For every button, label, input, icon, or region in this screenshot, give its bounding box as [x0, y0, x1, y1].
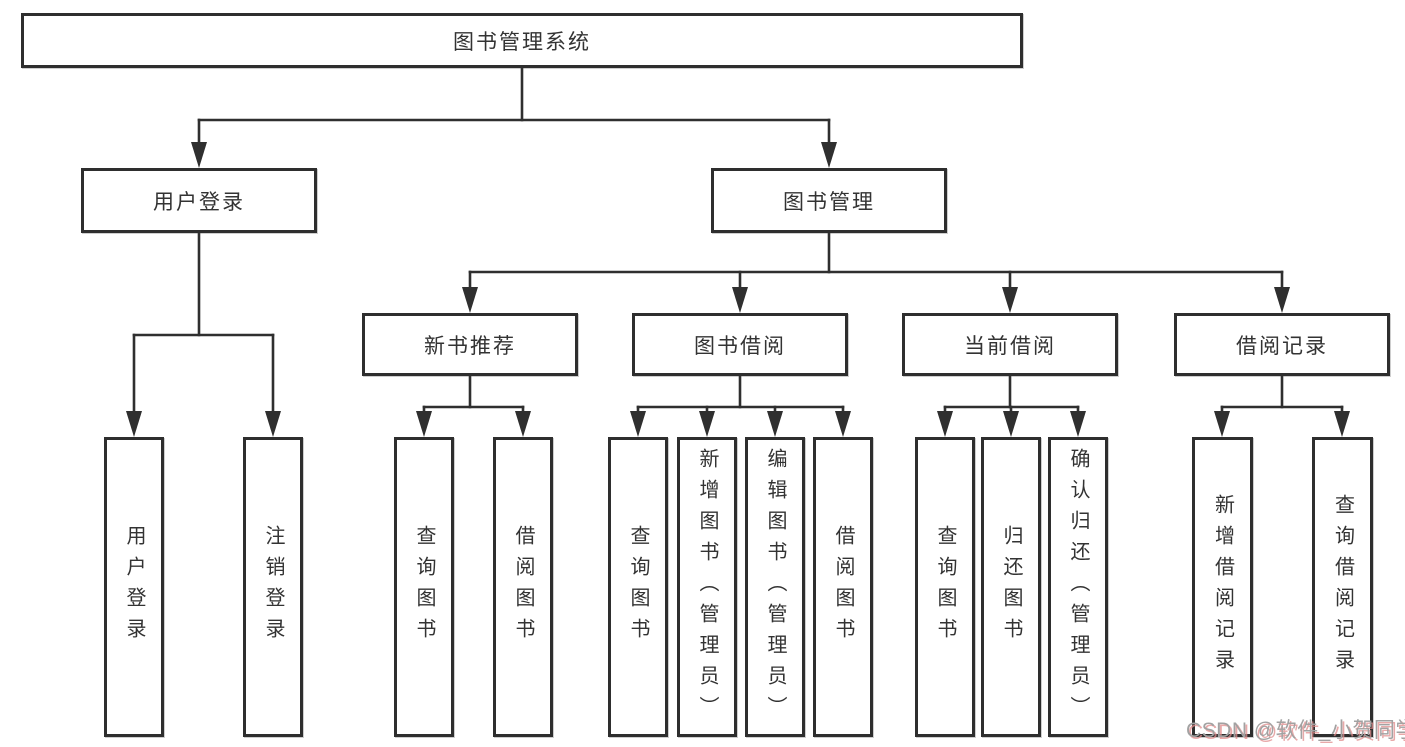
leaf-confirm-return-admin: 确认归还（管理员）: [1048, 437, 1108, 737]
node-library-management-system: 图书管理系统: [21, 13, 1023, 68]
node-label: 用户登录: [153, 190, 245, 214]
node-current-borrow: 当前借阅: [902, 313, 1118, 376]
leaf-borrow-book-recommend: 借阅图书: [493, 437, 553, 737]
leaf-borrow-book: 借阅图书: [813, 437, 873, 737]
leaf-label: 新增图书（管理员）: [696, 447, 718, 727]
leaf-add-book-admin: 新增图书（管理员）: [677, 437, 737, 737]
leaf-label: 确认归还（管理员）: [1067, 447, 1089, 727]
node-borrow-records: 借阅记录: [1174, 313, 1390, 376]
leaf-query-book-borrow: 查询图书: [608, 437, 668, 737]
leaf-label: 借阅图书: [512, 525, 534, 649]
leaf-label: 编辑图书（管理员）: [764, 447, 786, 727]
leaf-label: 用户登录: [123, 525, 145, 649]
leaf-user-login: 用户登录: [104, 437, 164, 737]
node-label: 图书借阅: [694, 334, 786, 358]
leaf-label: 查询图书: [413, 525, 435, 649]
leaf-label: 归还图书: [1000, 525, 1022, 649]
leaf-label: 查询借阅记录: [1331, 494, 1354, 680]
node-label: 借阅记录: [1236, 334, 1328, 358]
leaf-return-book: 归还图书: [981, 437, 1041, 737]
leaf-add-borrow-record: 新增借阅记录: [1192, 437, 1253, 737]
leaf-label: 注销登录: [262, 525, 284, 649]
node-new-book-recommend: 新书推荐: [362, 313, 578, 376]
leaf-label: 新增借阅记录: [1211, 494, 1234, 680]
node-label: 图书管理系统: [453, 30, 591, 54]
leaf-query-borrow-record: 查询借阅记录: [1312, 437, 1373, 737]
node-label: 当前借阅: [964, 334, 1056, 358]
leaf-label: 查询图书: [934, 525, 956, 649]
node-book-management: 图书管理: [711, 168, 947, 233]
csdn-watermark: CSDN @软件_小贺同学: [1186, 719, 1405, 742]
node-label: 新书推荐: [424, 334, 516, 358]
leaf-query-book-current: 查询图书: [915, 437, 975, 737]
leaf-label: 查询图书: [627, 525, 649, 649]
leaf-label: 借阅图书: [832, 525, 854, 649]
leaf-logout: 注销登录: [243, 437, 303, 737]
node-book-borrow: 图书借阅: [632, 313, 848, 376]
leaf-query-book-recommend: 查询图书: [394, 437, 454, 737]
node-label: 图书管理: [783, 190, 875, 214]
node-user-login: 用户登录: [81, 168, 317, 233]
leaf-edit-book-admin: 编辑图书（管理员）: [745, 437, 805, 737]
arrowheads: [126, 142, 1350, 437]
